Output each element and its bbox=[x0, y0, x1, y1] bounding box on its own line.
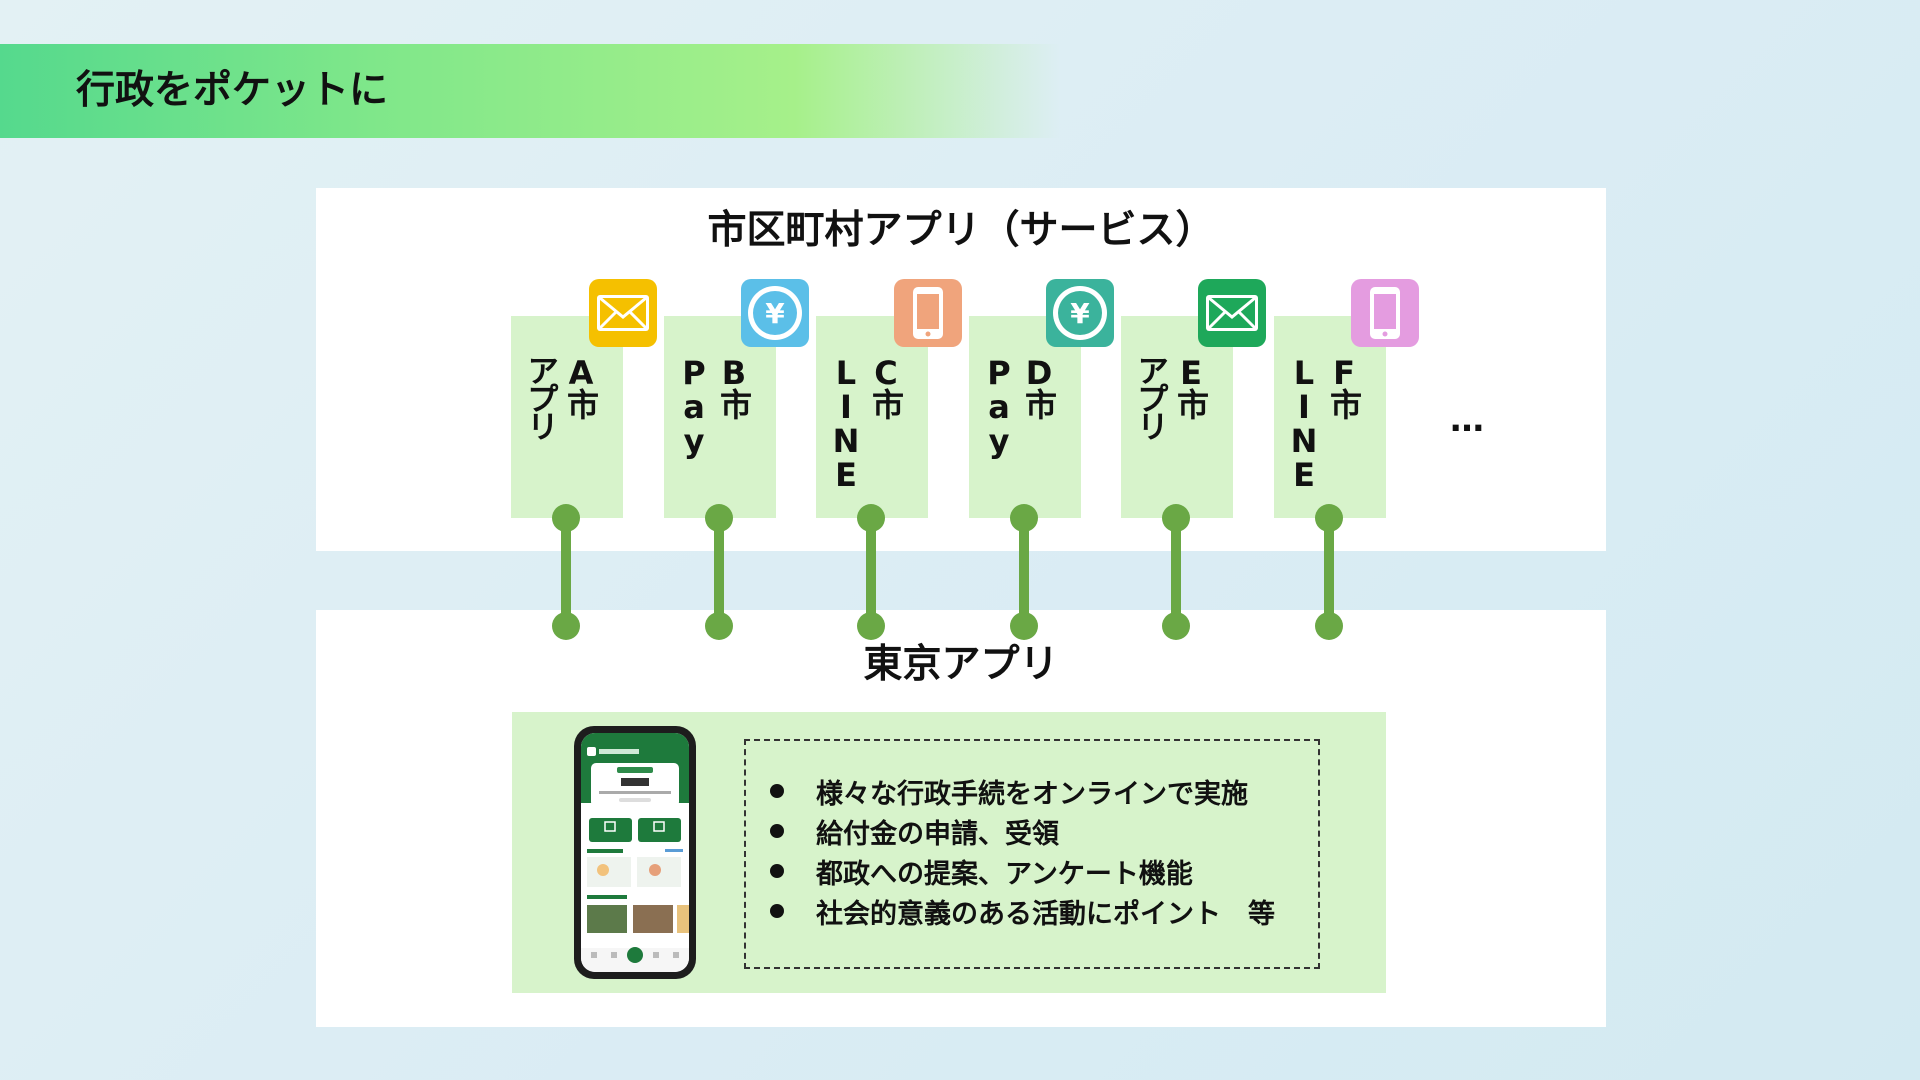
yen-coin-icon: ¥ bbox=[1046, 279, 1114, 347]
tokyo-app-feature-box: 様々な行政手続をオンラインで実施 給付金の申請、受領 都政への提案、アンケート機… bbox=[744, 739, 1320, 969]
feature-text: 給付金の申請、受領 bbox=[816, 818, 1059, 850]
service-f-label-type: LINE bbox=[1285, 354, 1323, 490]
more-services-ellipsis: … bbox=[1450, 400, 1484, 440]
mail-icon bbox=[1198, 279, 1266, 347]
service-box-c bbox=[816, 316, 928, 518]
connector-a bbox=[561, 518, 571, 626]
connector-node-bottom-d bbox=[1010, 612, 1038, 640]
bullet-dot-icon bbox=[770, 784, 784, 798]
service-b-label-city: B市 bbox=[715, 354, 753, 416]
service-box-f bbox=[1274, 316, 1386, 518]
smartphone-icon bbox=[894, 279, 962, 347]
connector-node-top-f bbox=[1315, 504, 1343, 532]
service-a-label-type: アプリ bbox=[522, 354, 560, 438]
feature-list: 様々な行政手続をオンラインで実施 給付金の申請、受領 都政への提案、アンケート機… bbox=[770, 771, 1275, 931]
feature-item: 給付金の申請、受領 bbox=[770, 811, 1275, 851]
connector-b bbox=[714, 518, 724, 626]
bullet-dot-icon bbox=[770, 824, 784, 838]
phone-screen bbox=[581, 733, 689, 972]
municipal-title: 市区町村アプリ（サービス） bbox=[707, 208, 1215, 253]
feature-text: 様々な行政手続をオンラインで実施 bbox=[816, 778, 1248, 810]
tokyo-app-phone-mockup bbox=[574, 726, 696, 979]
connector-node-bottom-c bbox=[857, 612, 885, 640]
connector-node-top-d bbox=[1010, 504, 1038, 532]
feature-item: 社会的意義のある活動にポイント 等 bbox=[770, 891, 1275, 931]
service-f-label-city: F市 bbox=[1325, 354, 1363, 416]
connector-e bbox=[1171, 518, 1181, 626]
tokyo-app-title: 東京アプリ bbox=[863, 642, 1059, 687]
connector-node-bottom-a bbox=[552, 612, 580, 640]
service-box-a bbox=[511, 316, 623, 518]
service-box-b bbox=[664, 316, 776, 518]
connector-c bbox=[866, 518, 876, 626]
smartphone-icon bbox=[1351, 279, 1419, 347]
service-e-label-type: アプリ bbox=[1132, 354, 1170, 438]
connector-node-top-c bbox=[857, 504, 885, 532]
connector-node-top-b bbox=[705, 504, 733, 532]
feature-text: 社会的意義のある活動にポイント 等 bbox=[816, 898, 1275, 930]
service-c-label-type: LINE bbox=[827, 354, 865, 490]
service-a-label-city: A市 bbox=[562, 354, 600, 416]
connector-node-top-e bbox=[1162, 504, 1190, 532]
yen-coin-icon: ¥ bbox=[741, 279, 809, 347]
service-d-label-city: D市 bbox=[1020, 354, 1058, 416]
svg-text:¥: ¥ bbox=[1070, 297, 1090, 330]
connector-d bbox=[1019, 518, 1029, 626]
feature-text: 都政への提案、アンケート機能 bbox=[816, 858, 1193, 890]
service-box-e bbox=[1121, 316, 1233, 518]
service-box-d bbox=[969, 316, 1081, 518]
feature-item: 都政への提案、アンケート機能 bbox=[770, 851, 1275, 891]
connector-node-bottom-b bbox=[705, 612, 733, 640]
service-c-label-city: C市 bbox=[867, 354, 905, 416]
connector-node-top-a bbox=[552, 504, 580, 532]
feature-item: 様々な行政手続をオンラインで実施 bbox=[770, 771, 1275, 811]
header-band bbox=[0, 44, 1060, 138]
bullet-dot-icon bbox=[770, 864, 784, 878]
service-e-label-city: E市 bbox=[1172, 354, 1210, 416]
bullet-dot-icon bbox=[770, 904, 784, 918]
page-title: 行政をポケットに bbox=[76, 68, 389, 113]
connector-f bbox=[1324, 518, 1334, 626]
service-b-label-type: Pay bbox=[675, 354, 713, 456]
connector-node-bottom-f bbox=[1315, 612, 1343, 640]
connector-node-bottom-e bbox=[1162, 612, 1190, 640]
svg-text:¥: ¥ bbox=[765, 297, 785, 330]
mail-icon bbox=[589, 279, 657, 347]
service-d-label-type: Pay bbox=[980, 354, 1018, 456]
